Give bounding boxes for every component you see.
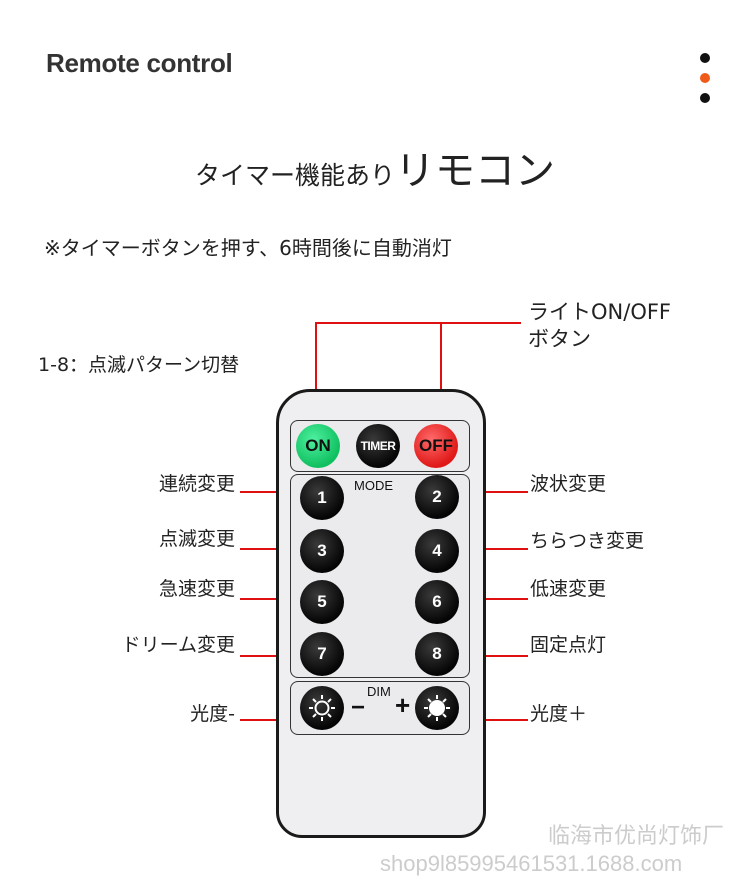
mode-7-button[interactable]: 7 [300, 632, 344, 676]
dim-up-button[interactable] [415, 686, 459, 730]
label-mode-4: ちらつき変更 [530, 530, 645, 552]
mode-3-button[interactable]: 3 [300, 529, 344, 573]
label-mode-6: 低速変更 [530, 578, 607, 600]
on-button[interactable]: ON [296, 424, 340, 468]
leader-line [240, 491, 292, 493]
onoff-label-1: ライトON/OFF [528, 300, 672, 324]
leader-line [315, 322, 521, 324]
menu-dot-icon[interactable] [700, 73, 710, 83]
page-title: Remote control [46, 48, 233, 78]
leader-line [478, 491, 528, 493]
heading-large: リモコン [395, 148, 555, 194]
leader-line [478, 598, 528, 600]
dim-label: DIM [367, 684, 391, 699]
label-dim-plus: 光度＋ [530, 703, 588, 725]
leader-line [478, 548, 528, 550]
dim-down-button[interactable] [300, 686, 344, 730]
timer-note: ※タイマーボタンを押す、6時間後に自動消灯 [44, 236, 452, 260]
off-button[interactable]: OFF [414, 424, 458, 468]
label-dim-minus: 光度- [190, 703, 235, 725]
heading: タイマー機能ありリモコン [0, 138, 750, 196]
label-mode-3: 点滅変更 [158, 528, 235, 550]
label-mode-5: 急速変更 [158, 578, 235, 600]
leader-line [240, 655, 292, 657]
label-mode-1: 連続変更 [158, 473, 235, 495]
onoff-label-2: ボタン [528, 327, 591, 351]
leader-line [478, 655, 528, 657]
heading-small: タイマー機能あり [194, 161, 395, 190]
sun-outline-icon [309, 695, 335, 721]
leader-line [240, 719, 292, 721]
mode-range-label: 1-8：点滅パターン切替 [38, 354, 240, 376]
leader-line [240, 548, 292, 550]
watermark-url: shop9l85995461531.1688.com [380, 851, 683, 876]
timer-button[interactable]: TIMER [356, 424, 400, 468]
menu-dot-icon[interactable] [700, 53, 710, 63]
mode-2-button[interactable]: 2 [415, 475, 459, 519]
minus-sign: − [351, 694, 366, 721]
mode-4-button[interactable]: 4 [415, 529, 459, 573]
mode-label: MODE [354, 478, 393, 493]
sun-filled-icon [424, 695, 450, 721]
label-mode-2: 波状変更 [530, 473, 607, 495]
mode-8-button[interactable]: 8 [415, 632, 459, 676]
remote-control: ON TIMER OFF MODE 1 2 3 4 5 6 7 8 DIM − … [276, 389, 486, 838]
leader-line [440, 322, 442, 420]
plus-sign: + [395, 690, 411, 720]
leader-line [240, 598, 292, 600]
leader-line [315, 322, 317, 420]
watermark-company: 临海市优尚灯饰厂 [548, 824, 725, 849]
mode-5-button[interactable]: 5 [300, 580, 344, 624]
mode-1-button[interactable]: 1 [300, 476, 344, 520]
mode-6-button[interactable]: 6 [415, 580, 459, 624]
menu-dot-icon[interactable] [700, 93, 710, 103]
leader-line [478, 719, 528, 721]
label-mode-7: ドリーム変更 [121, 634, 235, 656]
label-mode-8: 固定点灯 [530, 634, 607, 656]
